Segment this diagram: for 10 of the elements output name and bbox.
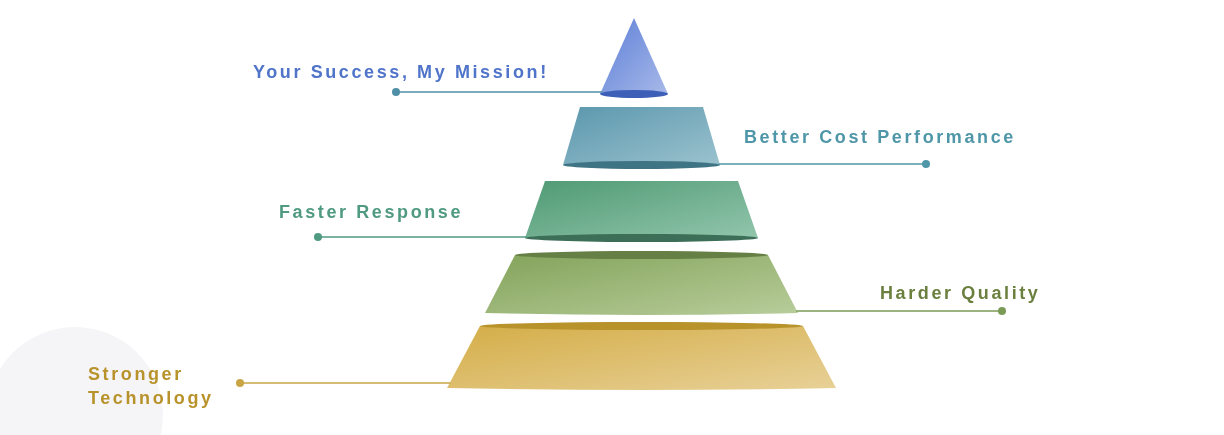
callout-label: Your Success, My Mission!	[253, 60, 549, 84]
callout-label: Faster Response	[279, 200, 464, 224]
leader-line	[236, 379, 452, 387]
leader-line	[314, 233, 528, 241]
leader-line	[795, 307, 1006, 315]
callout-label: Better Cost Performance	[744, 125, 1016, 149]
callout-label: Harder Quality	[880, 281, 1041, 305]
leader-line	[718, 160, 930, 168]
leader-line	[392, 88, 604, 96]
callout-label: Stronger Technology	[88, 362, 238, 410]
